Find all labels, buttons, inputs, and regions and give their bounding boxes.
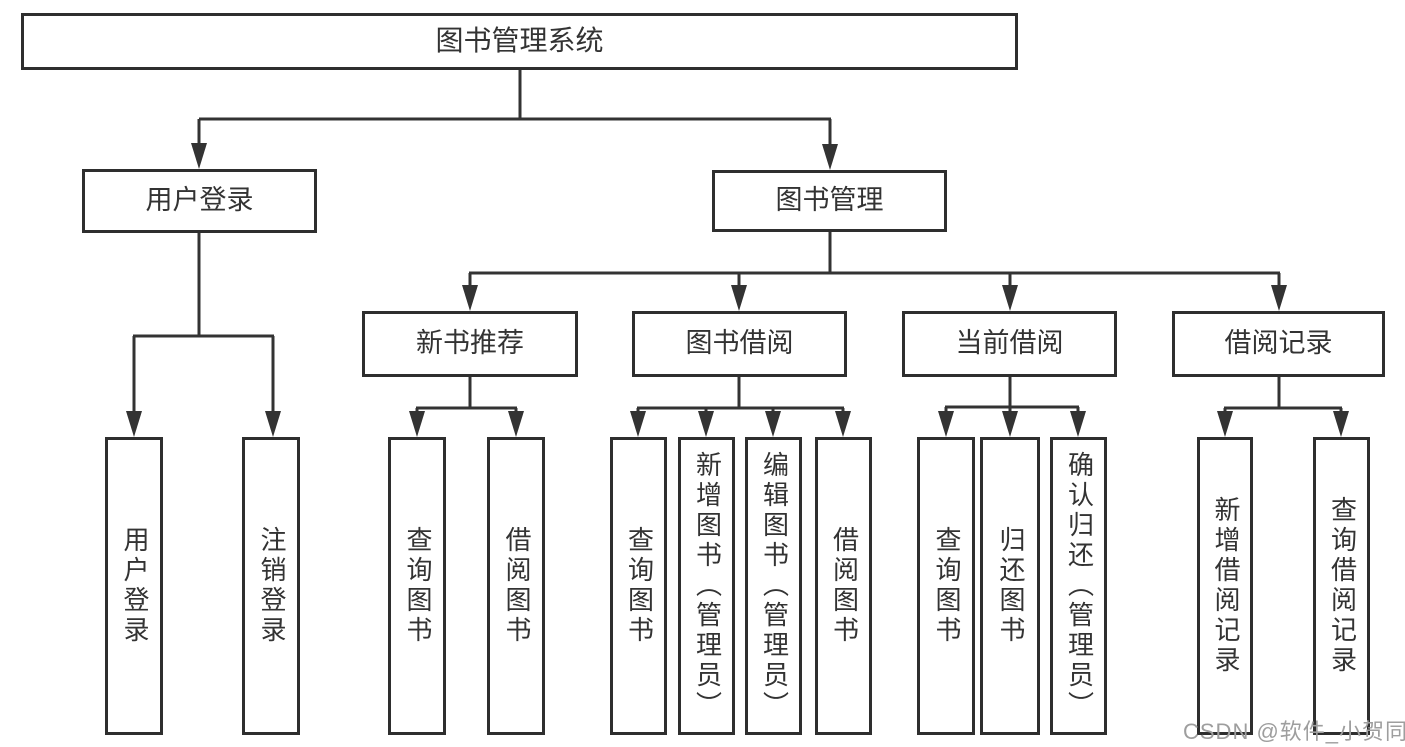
node-current-borrowing: 当前借阅 — [902, 311, 1117, 377]
arrowhead-icon — [765, 411, 781, 437]
arrowhead-icon — [938, 411, 954, 437]
arrowhead-icon — [698, 411, 714, 437]
arrowhead-icon — [1333, 411, 1349, 437]
arrowhead-icon — [1002, 285, 1018, 311]
node-book-management: 图书管理 — [712, 170, 947, 232]
arrowhead-icon — [409, 411, 425, 437]
arrowhead-icon — [822, 144, 838, 170]
arrowhead-icon — [126, 411, 142, 437]
arrowhead-icon — [1002, 411, 1018, 437]
node-root: 图书管理系统 — [21, 13, 1018, 70]
node-user-login-group: 用户登录 — [82, 169, 317, 233]
node-leaf-confirm-return: 确认归还（管理员） — [1050, 437, 1107, 735]
node-leaf-add-borrow-record: 新增借阅记录 — [1197, 437, 1253, 735]
node-leaf-borrow-book-1: 借阅图书 — [487, 437, 545, 735]
node-leaf-edit-book-admin: 编辑图书（管理员） — [745, 437, 802, 735]
node-borrowing-records: 借阅记录 — [1172, 311, 1385, 377]
node-leaf-add-book-admin: 新增图书（管理员） — [678, 437, 735, 735]
arrowhead-icon — [1271, 285, 1287, 311]
node-leaf-logout: 注销登录 — [242, 437, 300, 735]
node-leaf-borrow-book-2: 借阅图书 — [815, 437, 872, 735]
node-leaf-query-book-3: 查询图书 — [917, 437, 975, 735]
arrowhead-icon — [731, 285, 747, 311]
arrowhead-icon — [630, 411, 646, 437]
node-leaf-user-login: 用户登录 — [105, 437, 163, 735]
arrowhead-icon — [191, 143, 207, 169]
node-leaf-return-book: 归还图书 — [980, 437, 1040, 735]
node-book-borrowing: 图书借阅 — [632, 311, 847, 377]
arrowhead-icon — [1070, 411, 1086, 437]
arrowhead-icon — [265, 411, 281, 437]
node-leaf-query-book-2: 查询图书 — [610, 437, 667, 735]
watermark-text: CSDN @软件_小贺同学 — [1183, 719, 1405, 744]
node-new-book-recommend: 新书推荐 — [362, 311, 578, 377]
node-leaf-query-borrow-record: 查询借阅记录 — [1313, 437, 1370, 735]
node-leaf-query-book-1: 查询图书 — [388, 437, 446, 735]
arrowhead-icon — [508, 411, 524, 437]
arrowhead-icon — [835, 411, 851, 437]
arrowhead-icon — [462, 285, 478, 311]
arrowhead-icon — [1217, 411, 1233, 437]
